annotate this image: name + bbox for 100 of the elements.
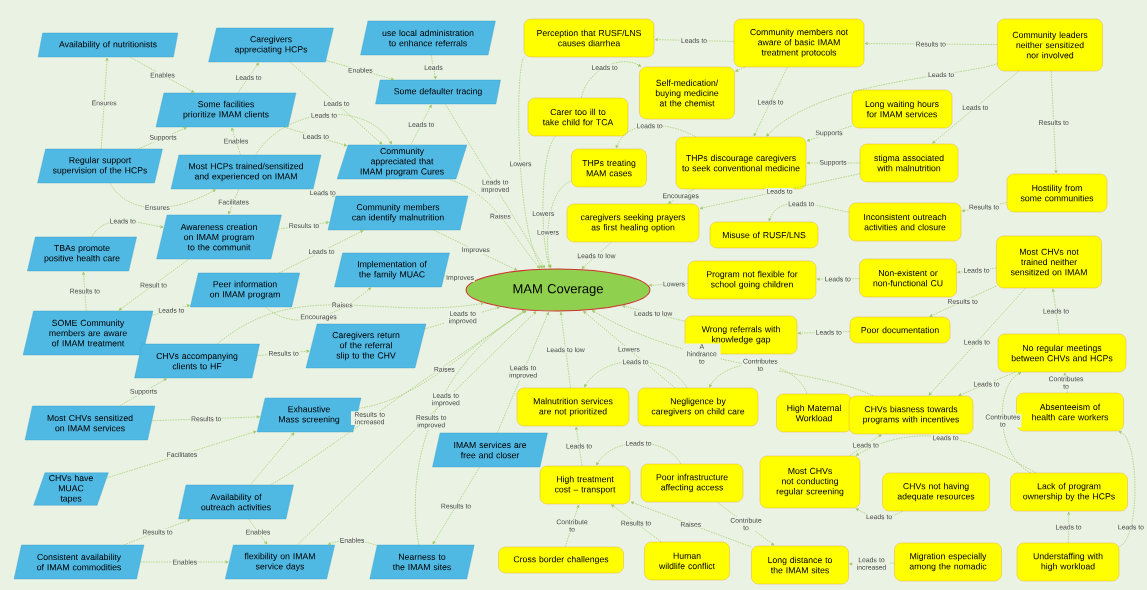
arrow xyxy=(1063,372,1068,394)
arrow xyxy=(277,221,330,230)
rounded-box: CHVs not having adequate resources xyxy=(882,472,990,512)
arrow xyxy=(928,287,1026,396)
rounded-box: Cross border challenges xyxy=(498,546,624,574)
parallelogram-box: TBAs promote positive health care xyxy=(27,236,137,272)
arrow xyxy=(100,57,109,150)
arrow xyxy=(630,501,752,548)
arrow xyxy=(433,229,518,271)
arrow xyxy=(289,61,383,145)
arrow xyxy=(667,188,695,204)
arrow xyxy=(611,504,662,543)
arrow xyxy=(256,349,310,356)
arrow xyxy=(766,63,998,137)
parallelogram-box: Caregivers return of the referral slip to the CHV xyxy=(305,323,427,369)
arrow xyxy=(648,282,689,287)
arrow xyxy=(699,173,861,210)
rounded-box: caregivers seeking prayers as first healing option xyxy=(566,203,700,243)
parallelogram-box: Peer information on IMAM program xyxy=(190,272,300,308)
arrow xyxy=(753,66,788,137)
arrow xyxy=(559,312,571,389)
parallelogram-box: CHVs have MUAC tapes xyxy=(33,472,109,506)
arrow xyxy=(129,56,195,93)
arrow xyxy=(1067,511,1071,544)
arrow xyxy=(91,220,164,238)
arrow xyxy=(542,135,557,269)
arrow xyxy=(119,378,167,407)
parallelogram-box: Awareness creation on IMAM program to the communit xyxy=(156,214,282,260)
parallelogram-box: Some defaulter tracing xyxy=(375,79,501,105)
parallelogram-box: flexibility on IMAM service days xyxy=(225,544,335,580)
arrow xyxy=(596,442,682,466)
rounded-box: Poor infrastructure affecting access xyxy=(640,463,744,503)
arrow xyxy=(255,114,392,156)
arrow xyxy=(325,60,395,81)
arrow xyxy=(849,434,882,457)
parallelogram-box: Regular support supervision of the HCPs xyxy=(37,148,163,184)
arrow xyxy=(1051,288,1060,335)
arrow xyxy=(575,426,583,467)
arrow xyxy=(1050,70,1058,174)
arrow xyxy=(82,271,87,312)
rounded-box: CHVs biasness towards programs with incentives xyxy=(848,395,974,435)
rounded-box: Negligence by caregivers on child care xyxy=(637,387,759,427)
rounded-box: Perception that RUSF/LNS causes diarrhea xyxy=(523,18,655,58)
rounded-box: Community members not aware of basic IMAM treatment protocols xyxy=(733,18,865,68)
parallelogram-box: Consistent availability of IMAM commodities xyxy=(13,544,145,580)
arrow xyxy=(709,364,808,395)
arrow xyxy=(138,127,187,150)
arrow xyxy=(864,42,998,46)
arrow xyxy=(547,180,572,269)
arrow xyxy=(957,267,997,274)
arrow xyxy=(622,304,686,322)
arrow xyxy=(584,361,688,389)
rounded-box: Most CHVs not trained neither sensitized on IMAM xyxy=(996,235,1102,289)
arrow xyxy=(445,103,545,269)
rounded-box: Malnutrition services are not prioritized xyxy=(516,387,630,427)
rounded-box: Human wildlife conflict xyxy=(644,541,730,581)
arrow xyxy=(432,466,480,545)
arrow xyxy=(297,311,537,546)
rounded-box: Community leaders neither sensitized nor involved xyxy=(997,18,1103,72)
parallelogram-box: Community appreciated that IMAM program Cures xyxy=(336,144,468,180)
parallelogram-box: Most HCPs trained/sensitized and experienced on IMAM xyxy=(170,154,322,190)
parallelogram-box: Availability of nutritionists xyxy=(37,32,179,58)
arrow xyxy=(278,230,364,274)
arrow xyxy=(581,61,642,99)
parallelogram-box: Caregivers appreciating HCPs xyxy=(208,27,334,63)
arrow xyxy=(228,188,240,215)
rounded-box: Most CHVs not conducting regular screening xyxy=(759,455,861,509)
arrow xyxy=(414,310,526,546)
arrow xyxy=(250,432,295,486)
arrow xyxy=(327,539,378,546)
arrow xyxy=(248,518,268,545)
rounded-box: Understaffing with high workload xyxy=(1016,542,1120,582)
arrow xyxy=(151,304,191,316)
rounded-box: Inconsistent outreach activities and closure xyxy=(848,202,962,242)
arrow xyxy=(123,519,191,546)
arrow xyxy=(768,203,850,222)
rounded-box: THPs treating MAM cases xyxy=(571,148,647,188)
arrow xyxy=(929,285,997,317)
arrow xyxy=(855,435,1037,474)
parallelogram-box: Availability of outreach activities xyxy=(178,484,294,520)
parallelogram-box: CHVs accompanying clients to HF xyxy=(134,343,260,379)
arrow xyxy=(735,66,746,72)
arrow xyxy=(855,508,904,518)
rounded-box: Non-existent or non-functional CU xyxy=(859,258,957,298)
arrow xyxy=(410,104,432,146)
rounded-box: No regular meetings between CHVs and HCPs xyxy=(997,333,1127,373)
arrow xyxy=(237,62,259,94)
arrow xyxy=(654,38,735,42)
rounded-box: High Maternal Workload xyxy=(776,393,852,433)
parallelogram-box: Nearness to the IMAM sites xyxy=(369,544,475,580)
rounded-box: Long waiting hours for IMAM services xyxy=(851,89,953,129)
parallelogram-box: use local administration to enhance referrals xyxy=(360,20,496,56)
parallelogram-box: IMAM services are free and closer xyxy=(432,432,548,468)
rounded-box: Long distance to the IMAM sites xyxy=(751,545,849,585)
arrow xyxy=(1118,431,1136,547)
arrow xyxy=(265,287,372,321)
arrow xyxy=(430,54,437,80)
parallelogram-box: Most CHVs sensitized on IMAM services xyxy=(24,405,156,441)
arrow xyxy=(448,178,541,269)
arrow xyxy=(118,258,190,311)
